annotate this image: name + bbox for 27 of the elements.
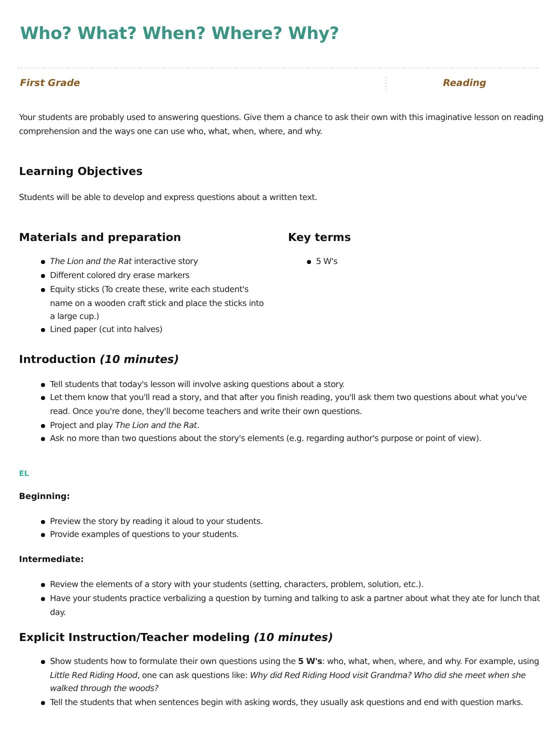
list-item: Tell students that today's lesson will involve asking questions about a story. xyxy=(40,378,545,392)
list-item: Project and play The Lion and the Rat. xyxy=(40,419,545,433)
subject: Reading xyxy=(443,78,488,89)
list-item: Tell the students that when sentences begin with asking words, they usually ask questions and end with question marks. xyxy=(40,696,545,710)
section-heading: Introduction (10 minutes) xyxy=(19,353,180,366)
section-heading: Materials and preparation xyxy=(19,231,182,244)
list-item: Review the elements of a story with your students (setting, characters, problem, solution, etc.). xyxy=(40,578,545,592)
list-item: Preview the story by reading it aloud to your students. xyxy=(40,515,545,529)
list-item: Provide examples of questions to your students. xyxy=(40,528,545,542)
section-heading: Learning Objectives xyxy=(19,165,144,178)
intro-paragraph: Your students are probably used to answering questions. Give them a chance to ask their own with this imaginative lesson on reading comprehension and the ways one can use who, what, when, where, and why. xyxy=(19,111,544,138)
list-item: Lined paper (cut into halves) xyxy=(40,323,270,337)
list-item: The Lion and the Rat interactive story xyxy=(40,255,270,269)
section-heading: Key terms xyxy=(288,231,352,244)
list-item: 5 W's xyxy=(306,255,506,269)
list-item: Equity sticks (To create these, write each student's name on a wooden craft stick and place the sticks into a large cup.) xyxy=(40,283,270,324)
list-item: Have your students practice verbalizing a question by turning and talking to ask a partner about what they ate for lunch that day. xyxy=(40,592,545,620)
list-item: Ask no more than two questions about the story's elements (e.g. regarding author's purpose or point of view). xyxy=(40,432,545,446)
list-item: Let them know that you'll read a story, and that after you finish reading, you'll ask them two questions about what you've read. Once you're done, they'll become teachers and write their own questions. xyxy=(40,391,545,418)
page-title: Who? What? When? Where? Why? xyxy=(20,24,340,44)
subheading: Beginning: xyxy=(19,491,72,501)
section-heading: Explicit Instruction/Teacher modeling (10 minutes) xyxy=(19,631,334,644)
paragraph: Students will be able to develop and express questions about a written text. xyxy=(19,191,318,204)
grade-level: First Grade xyxy=(20,78,82,89)
list-item: Different colored dry erase markers xyxy=(40,269,270,283)
subheading: Intermediate: xyxy=(19,554,85,564)
list-item: Show students how to formulate their own questions using the 5 W's: who, what, when, where, and why. For example, using Little Red Riding Hood, one can ask questions like: Why did Red Riding Hood visit Grandma? Who did she meet when she walked through the woods? xyxy=(40,655,545,696)
